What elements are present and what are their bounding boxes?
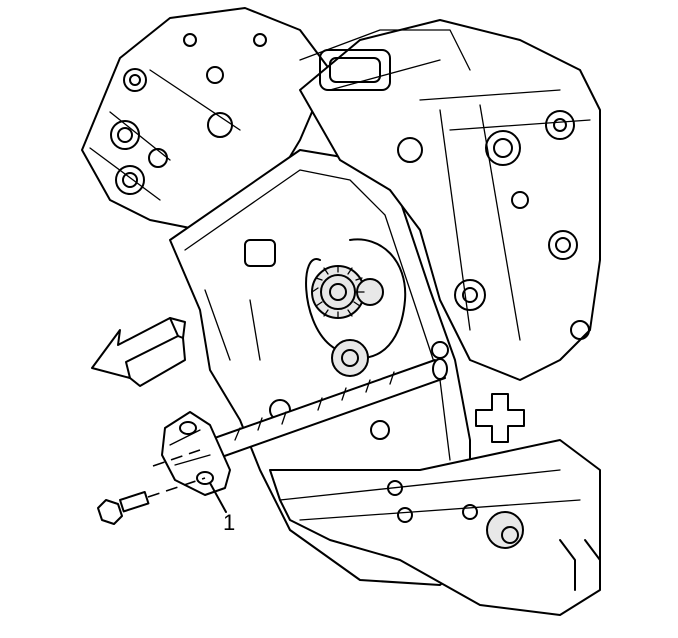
timing-sprockets bbox=[305, 238, 407, 377]
bolt bbox=[97, 449, 206, 525]
right-cylinder-head bbox=[299, 19, 601, 381]
bracket-component bbox=[161, 411, 231, 496]
oil-pan bbox=[269, 393, 601, 616]
callout-leader-line bbox=[209, 482, 227, 513]
direction-arrow bbox=[91, 317, 186, 387]
callout-label-1: 1 bbox=[223, 510, 236, 535]
